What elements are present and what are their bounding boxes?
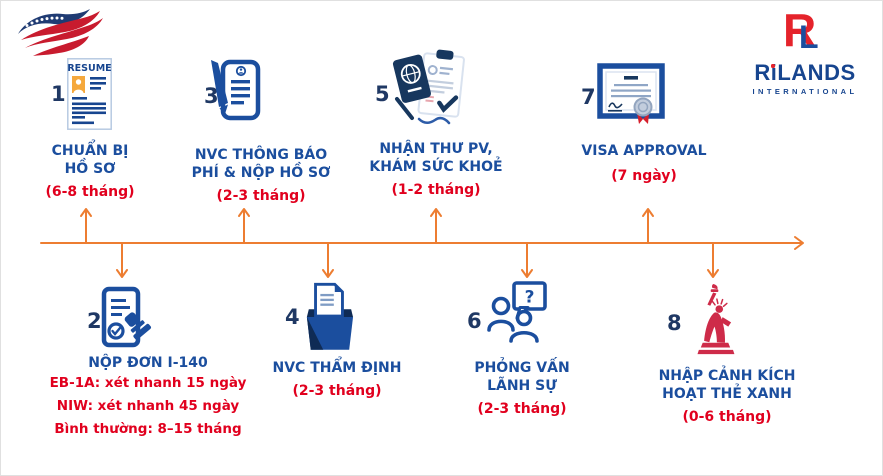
step-5-title-line-1: NHẬN THƯ PV, [379,141,493,157]
step-6-number: 6 [467,309,482,333]
logo-monogram-l: L [799,19,819,55]
step-3-label: NVC THÔNG BÁO PHÍ & NỘP HỒ SƠ (2-3 tháng… [176,146,346,205]
timeline-arrow-down-step-6 [521,242,533,278]
step-2-detail-1: EB-1A: xét nhanh 15 ngày [49,375,247,391]
logo-i-dot [770,63,776,68]
logo-wordmark: RiLANDS [754,60,855,85]
step-7-title-line-1: VISA APPROVAL [581,143,707,159]
logo-monogram-r: R [783,4,817,56]
step-6-label: PHỎNG VẤN LÃNH SỰ (2-3 tháng) [437,359,607,418]
timeline-arrow-up-step-5 [430,208,442,244]
step-6-title-line-2: LÃNH SỰ [487,378,557,394]
step-1-label: CHUẨN BỊ HỒ SƠ (6-8 tháng) [15,142,165,201]
step-3-title-line-1: NVC THÔNG BÁO [194,147,328,163]
statue-of-liberty-icon [697,284,735,355]
stamp-document-icon [101,286,151,348]
step-1-duration: (6-8 tháng) [45,184,135,200]
step-7-duration: (7 ngày) [611,168,677,184]
step-5-label: NHẬN THƯ PV, KHÁM SỨC KHOẺ (1-2 tháng) [351,140,521,199]
step-8-title-line-1: NHẬP CẢNH KÍCH [658,368,796,384]
step-5-title-line-2: KHÁM SỨC KHOẺ [369,159,503,175]
step-6-title-line-1: PHỎNG VẤN [474,360,570,376]
timeline-arrow-up-step-3 [238,208,250,244]
certificate-seal-icon [597,63,665,124]
step-8-duration: (0-6 tháng) [682,409,772,425]
step-4-title-line-1: NVC THẨM ĐỊNH [272,360,402,376]
step-7-number: 7 [581,85,596,109]
timeline-arrow-up-step-7 [642,208,654,244]
rilands-logo: R L RiLANDS INTERNATIONAL [746,4,864,97]
step-1-title-line-1: CHUẨN BỊ [51,143,129,159]
timeline-arrow-down-step-4 [322,242,334,278]
step-5-number: 5 [375,82,390,106]
timeline-arrow-up-step-1 [80,208,92,244]
resume-icon: RESUME [67,58,112,130]
step-4-number: 4 [285,305,300,329]
step-5-duration: (1-2 tháng) [391,182,481,198]
step-2-detail-3: Bình thường: 8–15 tháng [54,421,242,437]
step-8-title-line-2: HOẠT THẺ XANH [662,386,792,402]
us-flag-icon [18,9,103,56]
logo-monogram: R L [781,4,829,61]
timeline-arrow-down-step-8 [707,242,719,278]
timeline-arrow-down-step-2 [116,242,128,278]
step-3-duration: (2-3 tháng) [216,188,306,204]
step-1-title-line-2: HỒ SƠ [64,161,116,177]
step-1-number: 1 [51,82,66,106]
step-3-title-line-2: PHÍ & NỘP HỒ SƠ [191,165,331,181]
step-6-duration: (2-3 tháng) [477,401,567,417]
resume-label: RESUME [67,63,111,74]
step-2-detail-2: NIW: xét nhanh 45 ngày [56,398,240,414]
step-2-label: NỘP ĐƠN I-140 EB-1A: xét nhanh 15 ngày N… [41,354,255,441]
interview-question-icon: ? [487,281,547,343]
passport-medical-icon [392,49,465,125]
step-4-label: NVC THẨM ĐỊNH (2-3 tháng) [252,359,422,400]
pen-document-icon [211,59,261,121]
step-2-title-line-1: NỘP ĐƠN I-140 [88,355,208,371]
step-4-duration: (2-3 tháng) [292,383,382,399]
step-2-number: 2 [87,309,102,333]
timeline-axis [40,236,804,250]
logo-subtitle: INTERNATIONAL [752,87,858,97]
question-mark: ? [525,288,535,308]
step-7-label: VISA APPROVAL (7 ngày) [559,142,729,185]
step-8-number: 8 [667,311,682,335]
step-8-label: NHẬP CẢNH KÍCH HOẠT THẺ XANH (0-6 tháng) [642,367,812,426]
folder-document-icon [306,282,354,350]
step-3-number: 3 [204,84,219,108]
